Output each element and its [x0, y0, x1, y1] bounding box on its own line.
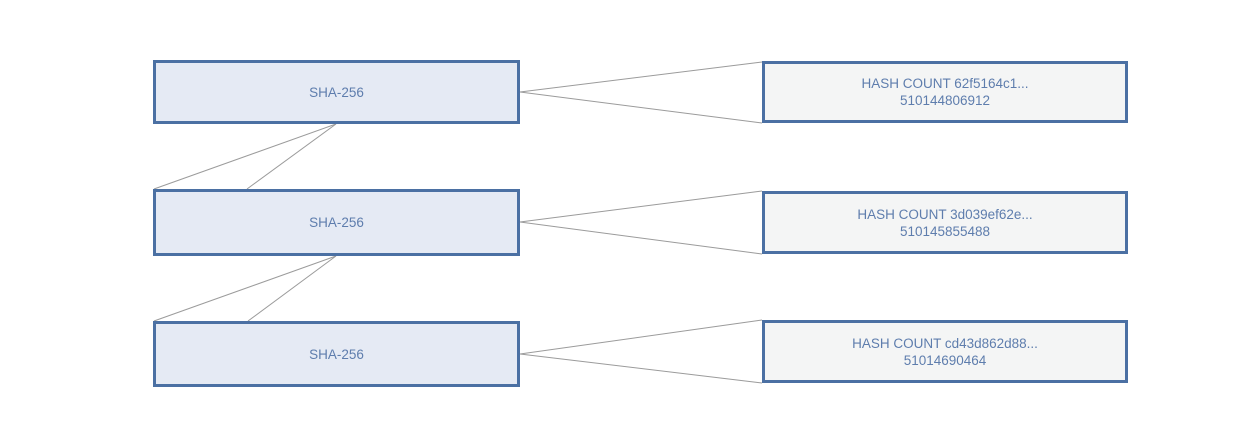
edge-sha1-hash1-bottom [519, 91, 763, 124]
edge-sha2-sha3-right [247, 255, 337, 322]
hash-count-node-2-title: HASH COUNT 3d039ef62e... [857, 206, 1033, 222]
hash-count-node-2-value: 510145855488 [899, 223, 991, 239]
hash-count-node-3-title: HASH COUNT cd43d862d88... [852, 335, 1038, 351]
edge-sha2-sha3-left [153, 255, 337, 322]
edge-sha1-sha2-left [153, 123, 337, 190]
edge-sha1-hash1-top [519, 61, 763, 93]
edge-sha2-hash2-bottom [519, 221, 763, 255]
sha256-node-1[interactable]: SHA-256 [153, 60, 520, 124]
sha256-node-3[interactable]: SHA-256 [153, 321, 520, 387]
hash-count-node-1-title: HASH COUNT 62f5164c1... [861, 76, 1029, 91]
hash-count-node-1-value: 510144806912 [899, 93, 991, 108]
sha256-node-2-label: SHA-256 [309, 215, 364, 230]
hash-count-node-2[interactable]: HASH COUNT 3d039ef62e... 510145855488 [762, 191, 1128, 254]
edge-sha1-sha2-right [246, 123, 337, 190]
sha256-node-2[interactable]: SHA-256 [153, 189, 520, 256]
edge-sha3-hash3-bottom [519, 353, 763, 384]
hash-count-node-3-value: 51014690464 [903, 352, 987, 368]
hash-count-node-3[interactable]: HASH COUNT cd43d862d88... 51014690464 [762, 320, 1128, 383]
sha256-node-3-label: SHA-256 [309, 346, 364, 362]
sha256-node-1-label: SHA-256 [309, 84, 364, 100]
edge-sha3-hash3-top [519, 319, 763, 355]
edge-sha2-hash2-top [519, 190, 763, 223]
hash-count-node-1[interactable]: HASH COUNT 62f5164c1... 510144806912 [762, 61, 1128, 123]
